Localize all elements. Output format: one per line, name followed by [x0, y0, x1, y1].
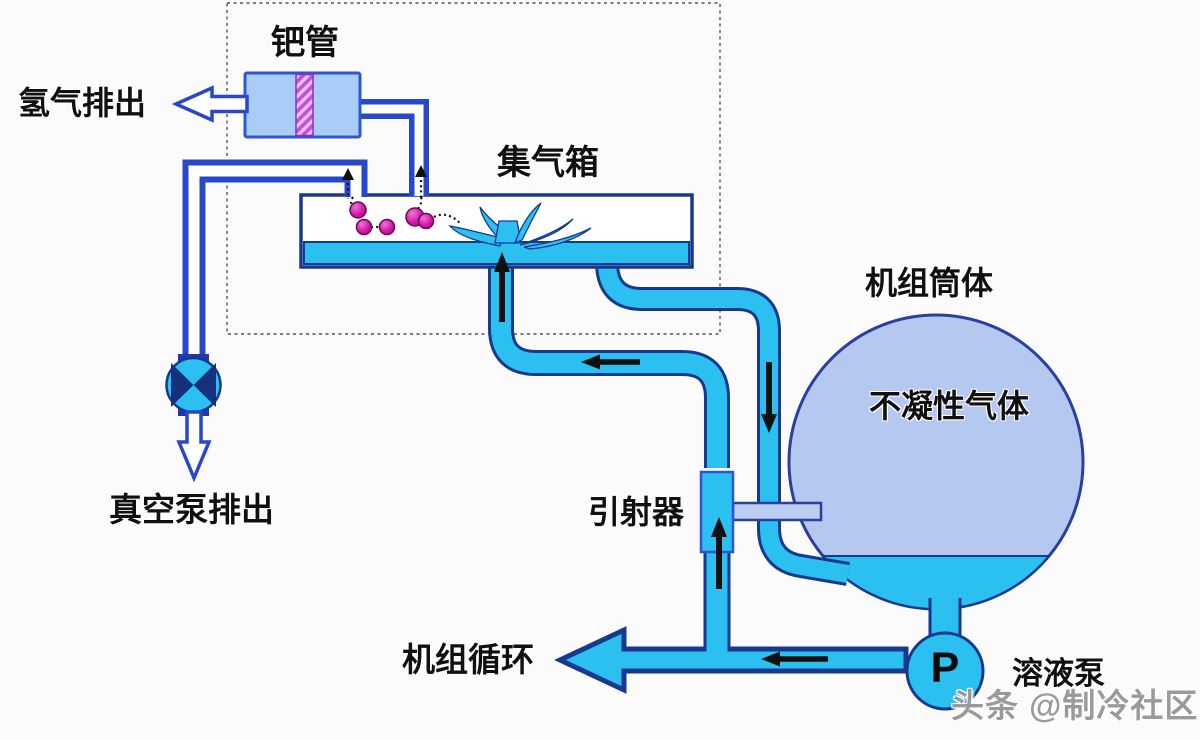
label-non-condensable-gas: 不凝性气体 — [869, 388, 1030, 424]
palladium-line-core — [352, 104, 424, 196]
splash-fountain — [448, 202, 592, 250]
feed-left-arrow — [581, 354, 600, 370]
molecule — [349, 201, 367, 219]
gas-molecules — [349, 201, 435, 236]
thin-pipes — [182, 99, 429, 362]
solution-pump-body — [905, 631, 985, 711]
ejector-suction-pipe — [731, 501, 823, 522]
palladium-tube — [243, 71, 362, 139]
watermark: 头条 @制冷社区 — [951, 687, 1199, 724]
pump-symbol-p: P — [930, 644, 960, 692]
pump-left-arrow — [761, 651, 780, 667]
box-riser-up-arrow — [494, 252, 510, 272]
vacuum-line-core — [188, 165, 362, 362]
label-gas-collection-box: 集气箱 — [497, 144, 599, 182]
flow-arrows — [342, 165, 828, 667]
label-ejector: 引射器 — [588, 494, 685, 530]
return-down-arrow — [761, 414, 777, 433]
liquid-return-pipe — [598, 250, 850, 583]
valve-x-left — [171, 363, 194, 407]
molecule — [355, 218, 373, 236]
molecule — [417, 212, 435, 230]
arrow-shafts — [499, 270, 828, 662]
white-arrows — [171, 85, 249, 483]
riser2-up-arrow — [415, 165, 427, 177]
arrow-heads — [342, 165, 780, 667]
hydrogen-out-arrow — [171, 85, 249, 123]
shutoff-valve — [165, 354, 222, 416]
valve-x-right — [193, 363, 216, 407]
circulation-arrow — [554, 626, 909, 694]
label-unit-shell: 机组筒体 — [865, 265, 994, 301]
vacuum-out-arrow — [176, 410, 212, 483]
riser1-up-arrow — [342, 168, 354, 180]
palladium-membrane-stripe — [295, 73, 314, 137]
unit-shell-vessel — [787, 313, 1085, 611]
ejector-up-arrow — [711, 517, 727, 537]
label-hydrogen-discharge: 氢气排出 — [18, 85, 147, 121]
label-solution-pump: 溶液泵 — [1012, 656, 1105, 691]
label-unit-circulation: 机组循环 — [402, 641, 534, 678]
label-palladium-tube: 钯管 — [271, 24, 339, 62]
molecule — [378, 218, 396, 236]
label-vacuum-pump-discharge: 真空泵排出 — [109, 491, 274, 528]
